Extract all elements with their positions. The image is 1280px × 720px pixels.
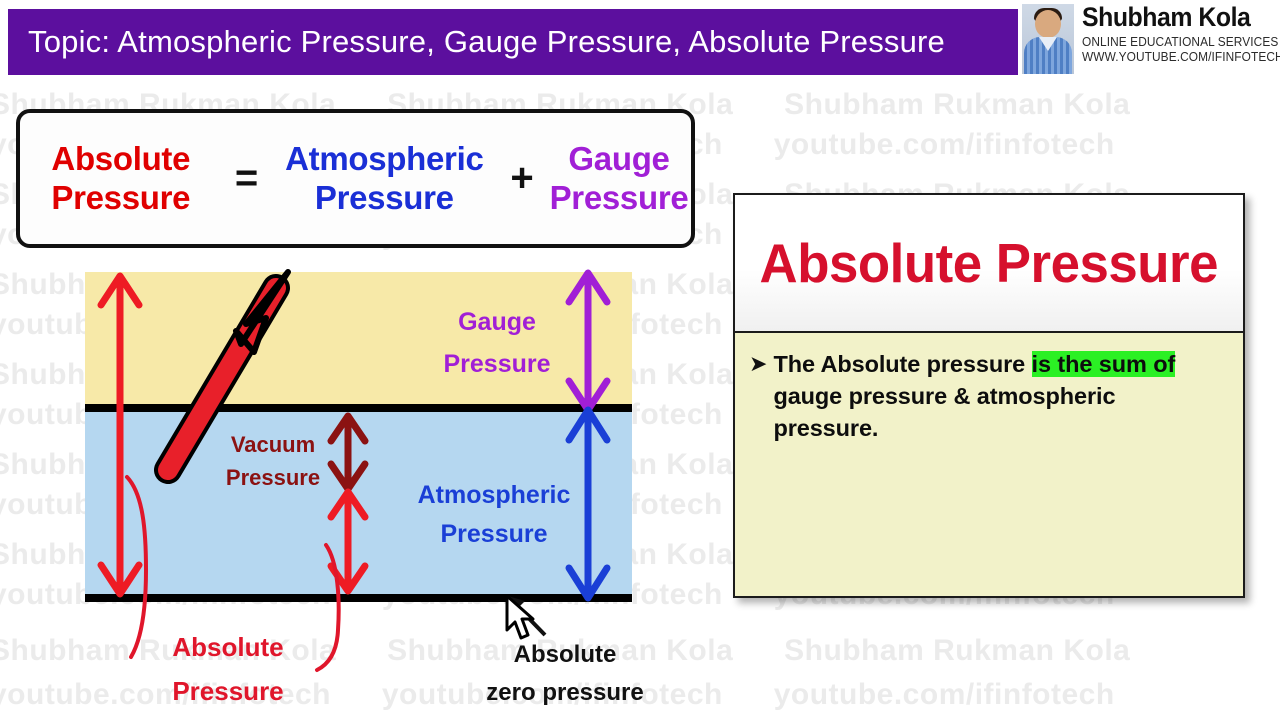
card-title: Absolute Pressure [759, 232, 1219, 294]
person-photo-icon [1022, 4, 1074, 74]
atmospheric-pressure-arrow [565, 406, 611, 602]
gauge-pressure-label-line2: Pressure [443, 350, 550, 378]
mouse-pointer-icon [505, 594, 535, 640]
gauge-region-band [85, 272, 632, 408]
card-body-text: The Absolute pressure is the sum of gaug… [773, 349, 1225, 445]
formula-absolute-pressure: Absolute Pressure [20, 140, 222, 218]
brand-name: Shubham Kola [1082, 2, 1251, 32]
watermark-text: youtube.com/ifinfotech [773, 128, 1115, 161]
formula-atmospheric-line1: Atmospheric [285, 139, 484, 177]
formula-absolute-line1: Absolute [51, 139, 191, 177]
absolute-pressure-label-line2: Pressure [172, 676, 283, 706]
formula-gauge-line1: Gauge [568, 139, 670, 177]
vacuum-pressure-label-line2: Pressure [226, 465, 320, 490]
gauge-pressure-label-line1: Gauge [458, 308, 536, 336]
card-body: ➤ The Absolute pressure is the sum of ga… [735, 333, 1243, 596]
brand-tagline: ONLINE EDUCATIONAL SERVICES [1082, 35, 1279, 49]
formula-equals-sign: = [234, 156, 259, 200]
absolute-zero-line [85, 594, 632, 602]
brand-text-block: Shubham Kola ONLINE EDUCATIONAL SERVICES… [1074, 4, 1280, 66]
pressure-diagram: Gauge Pressure Vacuum Pressure Atmospher… [85, 269, 644, 706]
absolute-label-brace [125, 475, 341, 672]
atmospheric-pressure-label-line2: Pressure [440, 520, 547, 548]
atmospheric-pressure-label-line1: Atmospheric [418, 481, 571, 509]
body-segment-plain-2: gauge pressure & atmospheric pressure. [773, 382, 1116, 441]
brand-website: WWW.YOUTUBE.COM/IFINFOTECH [1082, 50, 1280, 65]
body-segment-plain-1: The Absolute pressure [773, 351, 1032, 377]
formula-gauge-line2: Pressure [549, 178, 689, 216]
formula-absolute-line2: Pressure [51, 178, 191, 216]
watermark-text: Shubham Rukman Kola [784, 88, 1131, 121]
pressure-indicator-arrow [154, 269, 291, 484]
absolute-zero-label-line1: Absolute [514, 641, 617, 668]
formula-gauge-pressure: Gauge Pressure [547, 140, 691, 218]
formula-atmospheric-line2: Pressure [314, 178, 454, 216]
absolute-pressure-card: Absolute Pressure ➤ The Absolute pressur… [733, 193, 1245, 598]
arrow-bullet-icon: ➤ [749, 352, 768, 377]
topic-header-band: Topic: Atmospheric Pressure, Gauge Press… [8, 9, 1018, 75]
absolute-pressure-arrow [97, 272, 143, 598]
atmospheric-reference-line [85, 404, 632, 412]
watermark-text: youtube.com/ifinfotech [773, 678, 1115, 711]
absolute-pressure-label-line1: Absolute [172, 632, 283, 662]
formula-plus-sign: + [510, 156, 534, 200]
face-shape [1035, 10, 1061, 38]
watermark-text: Shubham Rukman Kola [784, 634, 1131, 667]
formula-box: Absolute Pressure = Atmospheric Pressure… [16, 109, 695, 248]
card-header: Absolute Pressure [735, 195, 1243, 333]
brand-logo: Shubham Kola ONLINE EDUCATIONAL SERVICES… [1022, 4, 1280, 76]
absolute-zero-label-line2: zero pressure [486, 679, 643, 706]
page-title: Topic: Atmospheric Pressure, Gauge Press… [28, 24, 946, 59]
body-segment-highlight: is the sum of [1031, 351, 1176, 377]
formula-atmospheric-pressure: Atmospheric Pressure [272, 140, 498, 218]
vacuum-pressure-label-line1: Vacuum [231, 432, 315, 457]
